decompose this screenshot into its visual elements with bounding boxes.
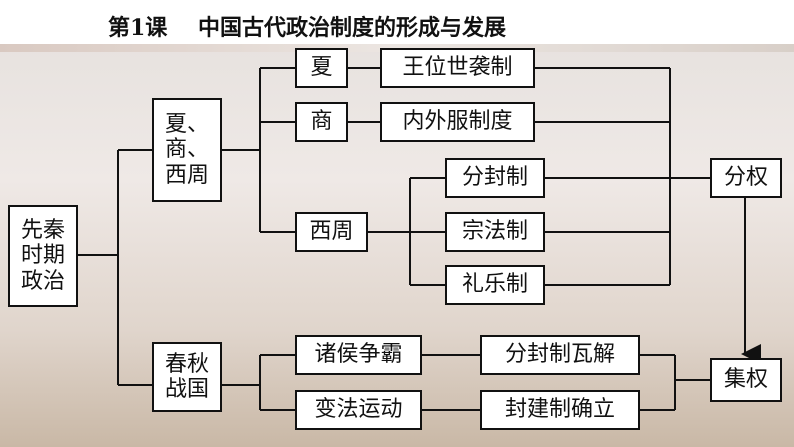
node-neiwai-fu: 内外服制度 (380, 102, 535, 142)
node-xia: 夏 (295, 48, 348, 88)
node-chunqiu-zhanguo: 春秋 战国 (152, 342, 222, 412)
node-jiquan: 集权 (710, 358, 782, 402)
node-zhuhou-zhengba: 诸侯争霸 (295, 335, 422, 375)
node-fenquan: 分权 (710, 158, 782, 198)
node-shang: 商 (295, 102, 348, 142)
page-title: 第1课 中国古代政治制度的形成与发展 (108, 15, 506, 41)
node-xizhou: 西周 (295, 212, 368, 252)
node-zongfa: 宗法制 (445, 212, 545, 252)
node-wangwei-shixi: 王位世袭制 (380, 48, 535, 88)
title-bar (0, 0, 794, 44)
node-bianfa-yundong: 变法运动 (295, 390, 422, 430)
node-fenfeng: 分封制 (445, 158, 545, 198)
node-liyue: 礼乐制 (445, 265, 545, 305)
node-fengjian-queli: 封建制确立 (480, 390, 640, 430)
node-xia-shang-xizhou: 夏、 商、 西周 (152, 98, 222, 202)
node-fenfeng-wajie: 分封制瓦解 (480, 335, 640, 375)
node-xianqin: 先秦 时期 政治 (8, 205, 78, 307)
